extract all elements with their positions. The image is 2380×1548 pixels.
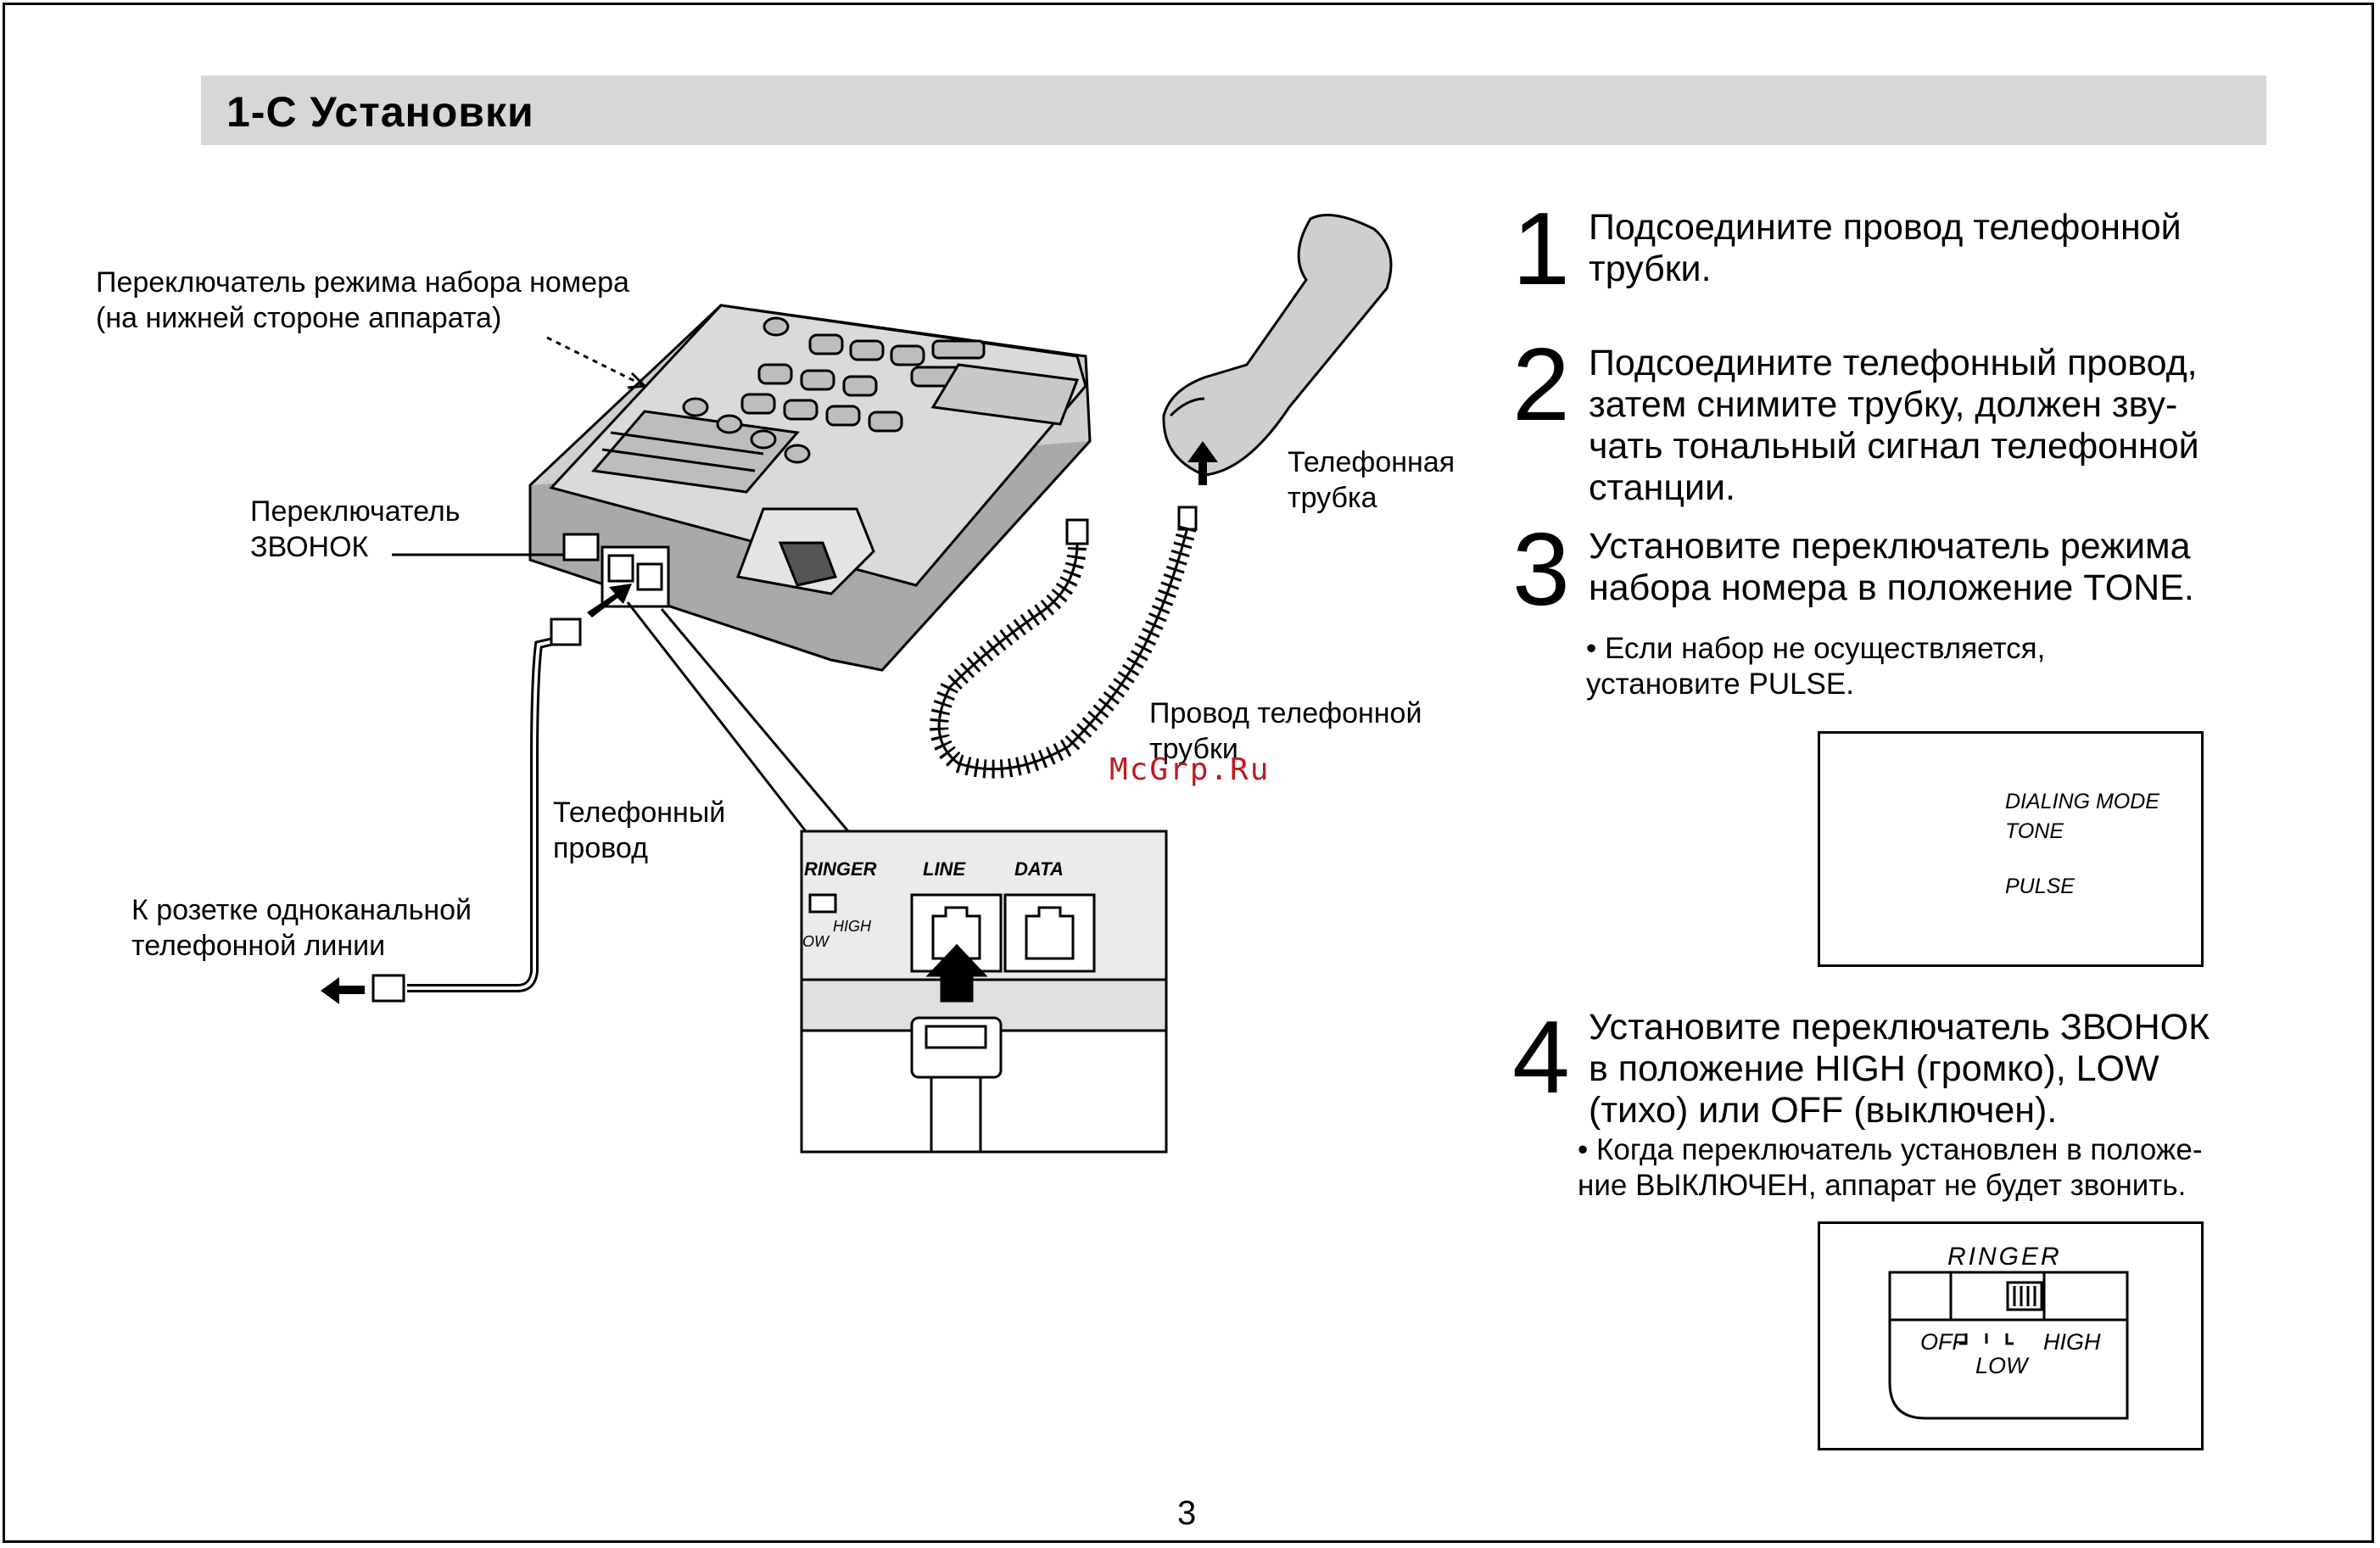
ringer-box: RINGER OFF HIGH LOW [1818, 1221, 2204, 1450]
label-ringer-switch: Переключатель ЗВОНОК [250, 495, 461, 563]
jack-inset-drawing [800, 830, 1168, 1154]
step-4-note: • Когда переключатель установлен в полож… [1578, 1133, 2203, 1202]
page-frame [3, 3, 2374, 1543]
step-4-number: 4 [1512, 999, 1570, 1115]
step-3-number: 3 [1512, 511, 1570, 627]
watermark: McGrp.Ru [1109, 752, 1271, 787]
step-2-text: Подсоедините телефонный провод, затем сн… [1589, 343, 2199, 508]
phone-base-drawing [528, 304, 1092, 672]
inset-ringer-label: RINGER [804, 858, 877, 880]
ringer-off-label: OFF [1920, 1329, 1966, 1355]
ringer-high-label: HIGH [2043, 1329, 2101, 1355]
label-line-cord: Телефонный провод [553, 796, 726, 864]
label-dial-mode-switch: Переключатель режима набора номера (на н… [96, 266, 629, 334]
step-2-number: 2 [1512, 327, 1570, 442]
step-4-text: Установите переключатель ЗВОНОК в положе… [1589, 1007, 2210, 1131]
handset-drawing [1162, 214, 1393, 477]
step-3-note: • Если набор не осуществляется, установи… [1586, 632, 2046, 701]
label-handset: Телефонная трубка [1288, 446, 1455, 514]
dialing-mode-title: DIALING MODE [2005, 790, 2159, 813]
step-1-text: Подсоедините провод телефонной трубки. [1589, 207, 2182, 289]
dialing-pulse-label: PULSE [2005, 875, 2075, 898]
ringer-switch-drawing [1888, 1271, 2129, 1420]
section-title: 1-С Установки [226, 88, 534, 136]
step-1-number: 1 [1512, 191, 1570, 306]
section-title-bar: 1-С Установки [201, 75, 2266, 145]
inset-data-label: DATA [1014, 858, 1064, 880]
inset-line-label: LINE [923, 858, 966, 880]
label-handset-cord: Провод телефонной трубки [1149, 697, 1422, 765]
step-3-text: Установите переключатель режима набора н… [1589, 526, 2194, 608]
inset-high-label: HIGH [833, 918, 871, 935]
ringer-box-title: RINGER [1947, 1243, 2062, 1271]
dialing-tone-label: TONE [2005, 819, 2064, 843]
ringer-low-label: LOW [1975, 1353, 2028, 1378]
page-number: 3 [1177, 1495, 1197, 1532]
inset-low-label: OW [802, 933, 829, 950]
dialing-mode-box: DIALING MODE TONE PULSE [1818, 731, 2204, 967]
label-wall-jack: К розетке одноканальной телефонной линии [131, 894, 472, 962]
